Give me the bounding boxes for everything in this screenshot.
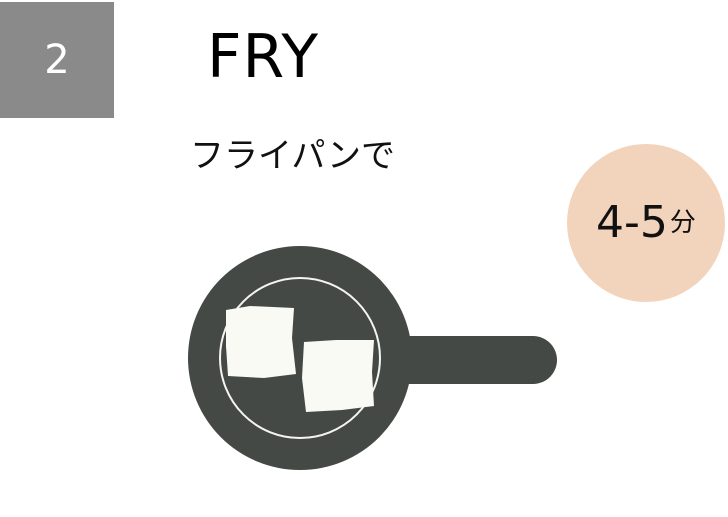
cooking-time-value: 4-5 (596, 197, 668, 248)
food-piece-icon (302, 340, 374, 412)
step-subtitle: フライパンで (190, 136, 396, 176)
step-title: FRY (207, 22, 320, 92)
cooking-time-unit: 分 (669, 208, 696, 238)
pan-body (188, 246, 412, 470)
pan-handle (385, 336, 557, 384)
food-piece-icon (226, 306, 296, 378)
pan-inner-rim (219, 277, 381, 439)
step-number-badge: 2 (0, 2, 114, 118)
step-number: 2 (44, 37, 70, 83)
